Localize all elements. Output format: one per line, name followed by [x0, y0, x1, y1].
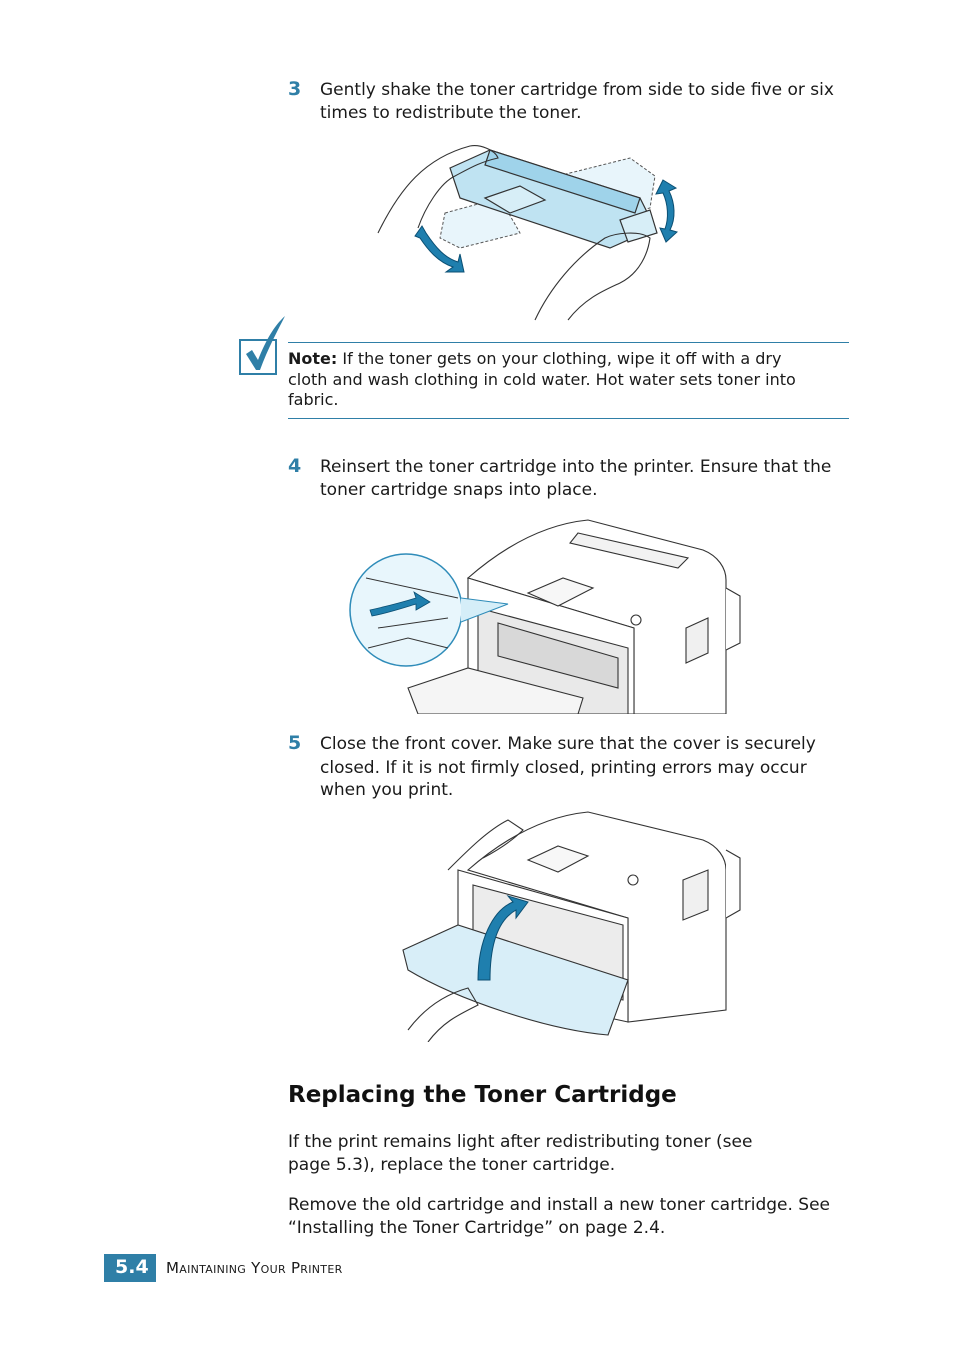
- step-5-text-line-2: closed. If it is not firmly closed, prin…: [320, 758, 807, 778]
- note-label: Note:: [288, 349, 338, 368]
- step-3-text-line-1: Gently shake the toner cartridge from si…: [320, 80, 834, 100]
- step-4-text-line-2: toner cartridge snaps into place.: [320, 480, 598, 500]
- note-line-1: Note: If the toner gets on your clothing…: [288, 349, 781, 370]
- section-para-1-line-1: If the print remains light after redistr…: [288, 1132, 753, 1152]
- step-5-text-line-3: when you print.: [320, 780, 454, 800]
- step-4-text-line-1: Reinsert the toner cartridge into the pr…: [320, 457, 832, 477]
- step-3-number: 3: [288, 78, 302, 100]
- note-top-rule: [288, 342, 849, 343]
- step-3-text-line-2: times to redistribute the toner.: [320, 103, 582, 123]
- section-para-2-line-2: “Installing the Toner Cartridge” on page…: [288, 1218, 666, 1238]
- page-number-badge: [104, 1254, 156, 1282]
- step-5-number: 5: [288, 732, 302, 754]
- close-cover-arrow-icon: [477, 895, 529, 981]
- page-number: 5.4: [115, 1256, 149, 1278]
- insert-cartridge-illustration: [349, 519, 741, 714]
- step-4-number: 4: [288, 455, 302, 477]
- shake-cartridge-illustration: [377, 145, 679, 321]
- section-para-2-line-1: Remove the old cartridge and install a n…: [288, 1195, 831, 1215]
- insert-arrow-icon: [369, 591, 431, 617]
- checkmark-note-icon: [239, 316, 285, 375]
- section-title: Replacing the Toner Cartridge: [288, 1082, 677, 1108]
- chapter-title: Maintaining Your Printer: [166, 1259, 343, 1277]
- note-line-1-text: If the toner gets on your clothing, wipe…: [342, 349, 782, 368]
- section-para-1-line-2: page 5.3), replace the toner cartridge.: [288, 1155, 616, 1175]
- step-5-text-line-1: Close the front cover. Make sure that th…: [320, 734, 816, 754]
- note-line-3: fabric.: [288, 390, 339, 409]
- close-cover-illustration: [402, 811, 741, 1042]
- note-bottom-rule: [288, 418, 849, 419]
- note-line-2: cloth and wash clothing in cold water. H…: [288, 370, 796, 389]
